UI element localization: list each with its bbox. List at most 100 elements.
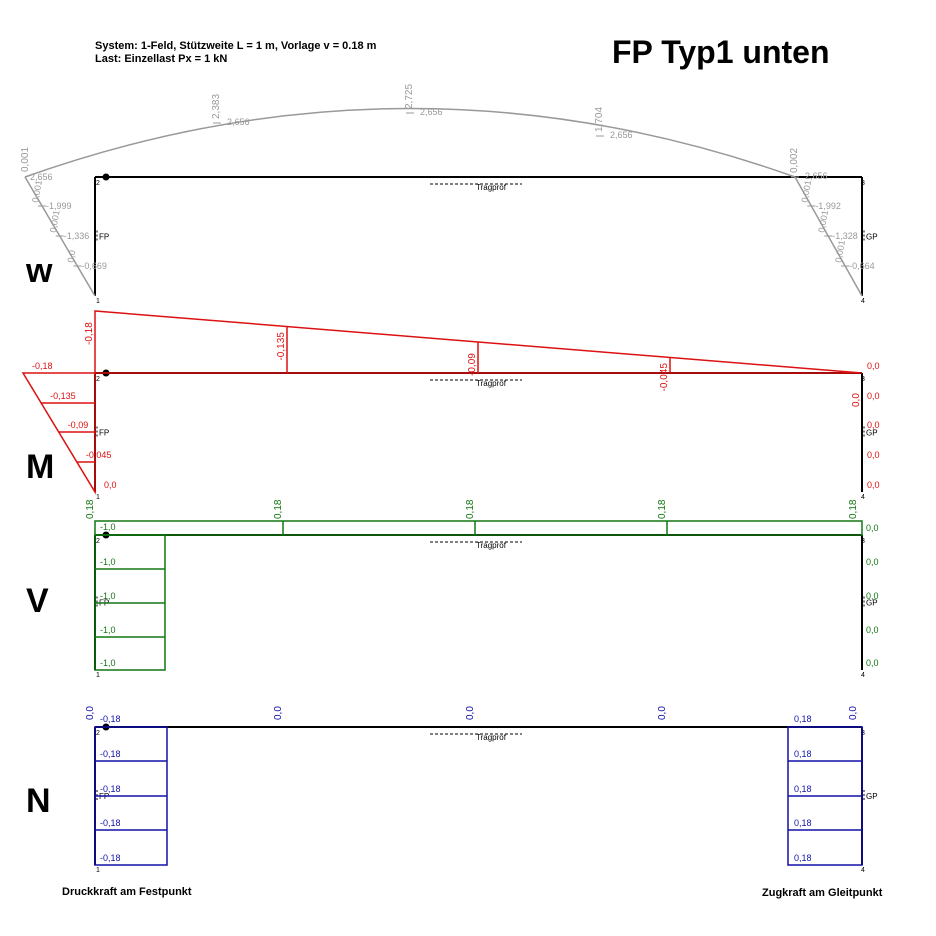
v-right-column-value: 0,0: [866, 523, 879, 533]
node-1-label: 1: [96, 672, 100, 679]
m-left-column-value: 0,0: [104, 480, 117, 490]
node-3-label: 3: [861, 376, 865, 383]
node-1-label: 1: [96, 494, 100, 501]
w-beam-secondary-value: 2,656: [227, 117, 250, 127]
m-right-column-value: 0,0: [867, 391, 880, 401]
m-beam-value: -0,045: [659, 363, 670, 392]
m-beam-value: -0,135: [276, 332, 287, 361]
node-1-label: 1: [96, 298, 100, 305]
w-right-column-value: -1,328: [832, 231, 858, 241]
m-beam-value: -0,18: [84, 322, 95, 345]
w-beam-value: 2,725: [404, 84, 415, 109]
v-beam-value: 0,18: [85, 499, 96, 519]
beam-profile-label: Tragprof: [476, 183, 507, 192]
n-right-column-value: 0,18: [794, 818, 812, 828]
m-right-column-value: 0,0: [867, 420, 880, 430]
v-beam-value: 0,18: [848, 499, 859, 519]
m-left-column-value: -0,18: [32, 361, 53, 371]
v-left-column-value: -1,0: [100, 591, 116, 601]
v-right-column-value: 0,0: [866, 658, 879, 668]
n-right-column-value: 0,18: [794, 714, 812, 724]
n-left-column-value: -0,18: [100, 749, 121, 759]
w-beam-value-left: 0,001: [20, 147, 31, 172]
node-2-label: 2: [96, 538, 100, 545]
m-right-column-value: 0,0: [867, 361, 880, 371]
v-right-column-value: 0,0: [866, 625, 879, 635]
w-right-column-value: -0,664: [849, 261, 875, 271]
w-left-column-rotation: 0,001: [30, 179, 44, 203]
n-beam-value: 0,0: [85, 706, 96, 720]
w-beam-value: 1,704: [594, 107, 605, 132]
v-beam-value: 0,18: [657, 499, 668, 519]
w-beam-value: 2,383: [211, 94, 222, 119]
footer-right-note: Zugkraft am Gleitpunkt: [762, 887, 883, 899]
beam-profile-label: Tragprof: [476, 733, 507, 742]
v-left-column-value: -1,0: [100, 522, 116, 532]
v-left-column-value: -1,0: [100, 658, 116, 668]
node-4-label: 4: [861, 672, 865, 679]
system-description: System: 1-Feld, Stützweite L = 1 m, Vorl…: [95, 40, 376, 66]
m-left-column-value: -0,135: [50, 391, 76, 401]
w-right-column-rotation: 0,001: [833, 239, 847, 263]
n-beam-value: 0,0: [657, 706, 668, 720]
node-3-label: 3: [861, 180, 865, 187]
w-right-column-value: -1,992: [815, 201, 841, 211]
n-left-column-value: -0,18: [100, 784, 121, 794]
w-beam-secondary-value: 2,656: [805, 171, 828, 181]
v-right-column-value: 0,0: [866, 557, 879, 567]
m-left-column-value: -0,09: [68, 420, 89, 430]
n-right-column-value: 0,18: [794, 853, 812, 863]
node-3-label: 3: [861, 538, 865, 545]
node-2-label: 2: [96, 180, 100, 187]
m-right-column-value: 0,0: [867, 450, 880, 460]
n-beam-value: 0,0: [848, 706, 859, 720]
node-4-label: 4: [861, 298, 865, 305]
node-3-label: 3: [861, 730, 865, 737]
load-line: Last: Einzellast Px = 1 kN: [95, 53, 228, 65]
v-diagram-label: V: [26, 582, 49, 620]
right-support-label: GP: [866, 599, 878, 608]
w-diagram-label: w: [26, 252, 53, 290]
w-left-column-value: -1,999: [46, 201, 72, 211]
beam-profile-label: Tragprof: [476, 379, 507, 388]
node-2-label: 2: [96, 730, 100, 737]
w-right-column-rotation: 0,001: [799, 179, 813, 203]
n-diagram-label: N: [26, 782, 51, 820]
diagram-title: FP Typ1 unten: [612, 34, 830, 70]
n-beam-value: 0,0: [273, 706, 284, 720]
n-beam-value: 0,0: [465, 706, 476, 720]
right-support-label: GP: [866, 233, 878, 242]
v-left-column-value: -1,0: [100, 625, 116, 635]
m-right-column-value: 0,0: [867, 480, 880, 490]
v-right-column-value: 0,0: [866, 591, 879, 601]
v-beam-shear-band: [94, 520, 863, 536]
w-beam-deflection-curve: [24, 107, 796, 178]
w-left-column-value: -0,669: [81, 261, 107, 271]
node-4-label: 4: [861, 494, 865, 501]
v-beam-value: 0,18: [465, 499, 476, 519]
w-left-column-value: -1,336: [64, 231, 90, 241]
v-beam-value: 0,18: [273, 499, 284, 519]
w-beam-value: 0,002: [789, 148, 800, 173]
w-beam-secondary-value: 2,656: [610, 130, 633, 140]
n-left-column-value: -0,18: [100, 853, 121, 863]
w-left-column-rotation: 0,001: [48, 209, 62, 233]
footer-left-note: Druckkraft am Festpunkt: [62, 886, 192, 898]
left-support-label: FP: [99, 233, 109, 242]
right-support-label: GP: [866, 429, 878, 438]
m-left-column-value: -0,045: [86, 450, 112, 460]
beam-profile-label: Tragprof: [476, 541, 507, 550]
n-left-column-value: -0,18: [100, 714, 121, 724]
m-beam-value: -0,09: [467, 353, 478, 376]
m-diagram-label: M: [26, 448, 55, 486]
w-beam-secondary-value: 2,656: [420, 107, 443, 117]
node-2-label: 2: [96, 376, 100, 383]
right-support-label: GP: [866, 792, 878, 801]
n-right-column-value: 0,18: [794, 784, 812, 794]
fixed-point-marker: [102, 173, 110, 181]
left-support-label: FP: [99, 429, 109, 438]
w-left-column-rotation: 0,0: [65, 249, 77, 263]
w-left-secondary-value: 2,656: [30, 172, 53, 182]
